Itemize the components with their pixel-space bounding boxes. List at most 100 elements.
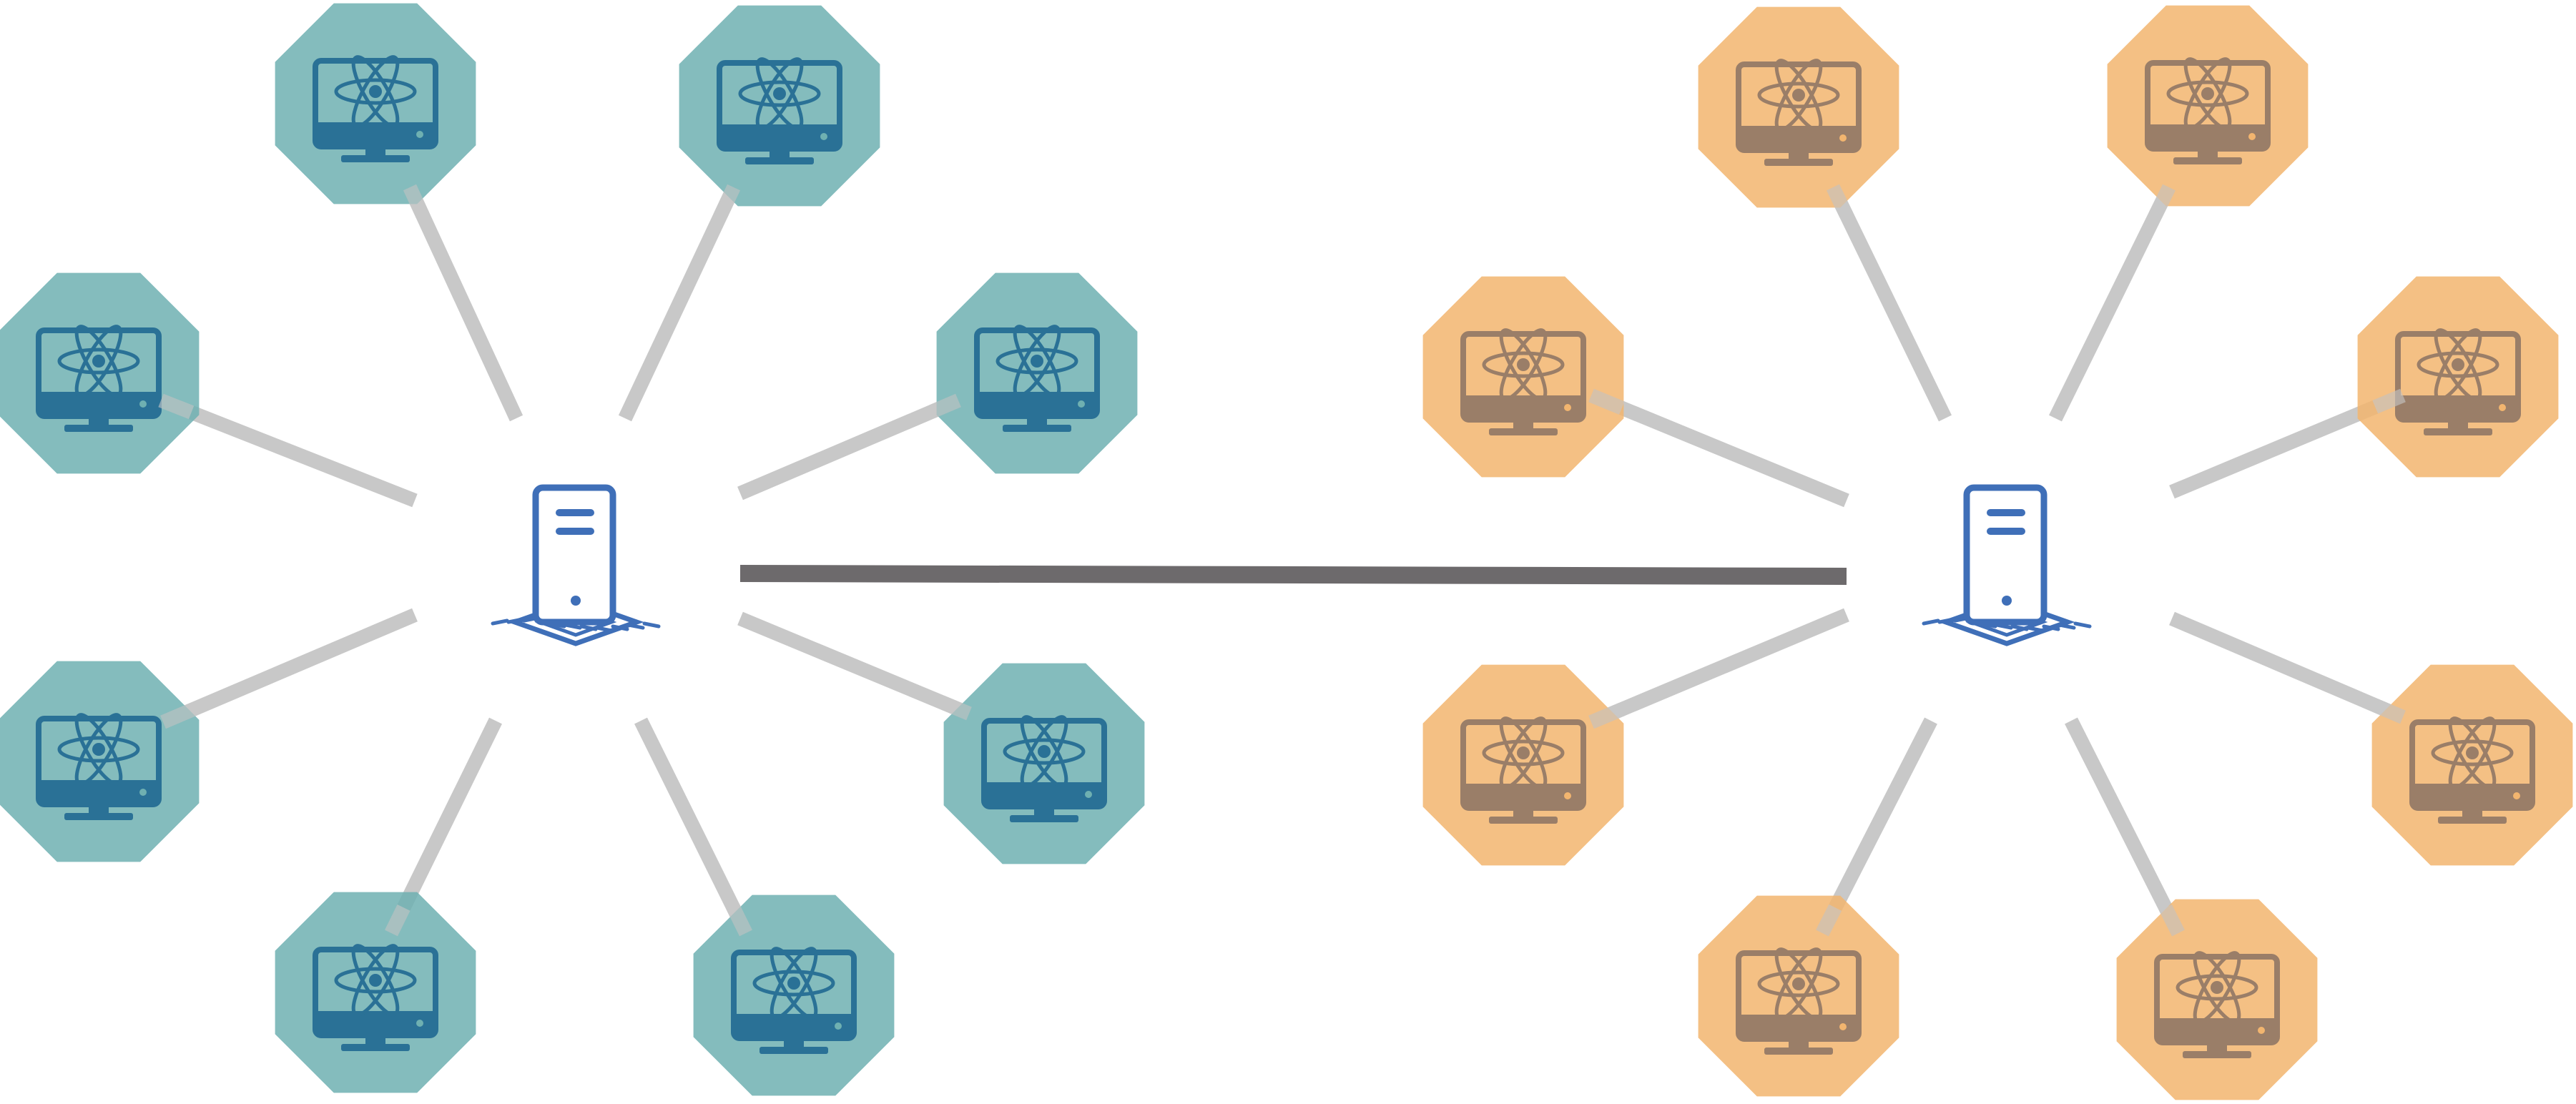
atom-orbit-2 xyxy=(2434,328,2482,401)
server-slot-1 xyxy=(1987,509,2025,516)
monitor-neck xyxy=(2198,149,2218,159)
chip-pin xyxy=(2042,624,2060,631)
server-a xyxy=(491,484,661,646)
monitor-neck xyxy=(1789,1039,1809,1049)
power-dot xyxy=(139,400,147,408)
monitor-chin xyxy=(977,392,1097,416)
chip-pin xyxy=(642,621,661,629)
atom-orbit-3 xyxy=(351,944,400,1017)
atom-orbit-1 xyxy=(996,348,1078,375)
chip-pin xyxy=(491,618,509,626)
client-node-b1 xyxy=(1698,6,1899,208)
monitor-chin xyxy=(2157,1018,2277,1043)
client-node-a8 xyxy=(693,894,895,1096)
monitor-neck xyxy=(1027,416,1047,426)
client-link-b6 xyxy=(2169,611,2406,724)
monitor-stand xyxy=(2183,1051,2251,1058)
client-node-b5 xyxy=(1422,664,1624,866)
monitor-neck xyxy=(1513,808,1533,818)
atom-orbit-1 xyxy=(738,80,821,107)
atom-orbit-3 xyxy=(74,325,123,398)
monitor-chin xyxy=(719,124,840,149)
client-link-overlap-b2 xyxy=(2148,184,2176,219)
client-node-a5 xyxy=(0,661,200,862)
client-node-b7 xyxy=(1698,895,1899,1097)
monitor-with-atom-icon xyxy=(1736,947,1862,1055)
atom-orbit-1 xyxy=(334,967,417,994)
atom-orbit-1 xyxy=(2417,351,2499,378)
monitor-chin xyxy=(1739,126,1859,150)
monitor-neck xyxy=(2448,420,2468,430)
atom-orbit-2 xyxy=(74,325,123,398)
power-dot xyxy=(1564,792,1571,799)
client-node-b6 xyxy=(2371,664,2573,866)
monitor-stand xyxy=(1489,428,1558,435)
monitor-neck xyxy=(2462,808,2482,818)
atom-nucleus xyxy=(369,85,382,98)
atom-orbit-3 xyxy=(1774,59,1823,132)
atom-orbit-2 xyxy=(1774,947,1823,1020)
atom-orbit-1 xyxy=(2176,974,2258,1001)
server-led xyxy=(2002,596,2012,606)
server-on-chip-icon xyxy=(491,484,661,646)
client-node-a2 xyxy=(679,5,880,207)
monitor-stand xyxy=(1764,159,1833,166)
monitor-chin xyxy=(1739,1015,1859,1039)
monitor-with-atom-icon xyxy=(2154,951,2280,1058)
client-link-b8 xyxy=(2065,717,2185,937)
client-link-overlap-b3 xyxy=(1588,388,1625,415)
monitor-neck xyxy=(1789,150,1809,160)
monitor-with-atom-icon xyxy=(974,325,1100,432)
server-slot-1 xyxy=(556,509,594,516)
atom-orbit-2 xyxy=(1499,328,1548,401)
client-link-overlap-a8 xyxy=(727,904,752,937)
monitor-stand xyxy=(1489,817,1558,824)
client-node-a4 xyxy=(936,272,1138,474)
monitor-chin xyxy=(39,780,159,804)
client-link-overlap-a3 xyxy=(158,393,195,420)
atom-orbit-3 xyxy=(1013,325,1061,398)
monitor-neck xyxy=(2207,1043,2227,1053)
atom-orbit-2 xyxy=(2448,716,2497,789)
atom-orbit-1 xyxy=(1003,738,1086,765)
atom-orbit-1 xyxy=(1757,970,1840,997)
atom-nucleus xyxy=(1792,977,1805,990)
monitor-neck xyxy=(89,416,109,426)
client-link-a1 xyxy=(403,184,523,422)
monitor-chin xyxy=(2148,124,2268,149)
monitor-with-atom-icon xyxy=(2145,57,2271,164)
client-node-a3 xyxy=(0,272,200,474)
monitor-stand xyxy=(64,813,133,820)
client-link-overlap-b7 xyxy=(1816,904,1842,937)
monitor-with-atom-icon xyxy=(731,947,857,1054)
monitor-stand xyxy=(341,155,410,162)
atom-orbit-3 xyxy=(1020,715,1068,788)
power-dot xyxy=(1078,400,1085,408)
atom-nucleus xyxy=(92,355,105,368)
chip-pin xyxy=(1922,618,1940,626)
atom-nucleus xyxy=(1517,746,1530,759)
chip-pin xyxy=(595,626,614,633)
atom-orbit-3 xyxy=(2434,328,2482,401)
atom-nucleus xyxy=(92,743,105,756)
monitor-neck xyxy=(89,804,109,814)
monitor-with-atom-icon xyxy=(1736,59,1862,166)
monitor-stand xyxy=(2173,157,2242,164)
power-dot xyxy=(1085,791,1092,798)
atom-orbit-1 xyxy=(2431,739,2514,767)
atom-nucleus xyxy=(1038,745,1051,758)
atom-orbit-1 xyxy=(1757,82,1840,109)
monitor-stand xyxy=(2424,428,2492,435)
client-link-overlap-a5 xyxy=(160,702,197,729)
atom-nucleus xyxy=(787,977,800,990)
client-link-overlap-b5 xyxy=(1588,702,1625,729)
atom-orbit-2 xyxy=(351,944,400,1017)
monitor-with-atom-icon xyxy=(717,57,842,164)
atom-orbit-1 xyxy=(1482,739,1565,767)
monitor-neck xyxy=(1034,807,1054,817)
client-node-b4 xyxy=(2357,276,2559,478)
client-link-a3 xyxy=(158,393,418,508)
client-link-overlap-a7 xyxy=(385,904,411,937)
monitor-stand xyxy=(1764,1048,1833,1055)
